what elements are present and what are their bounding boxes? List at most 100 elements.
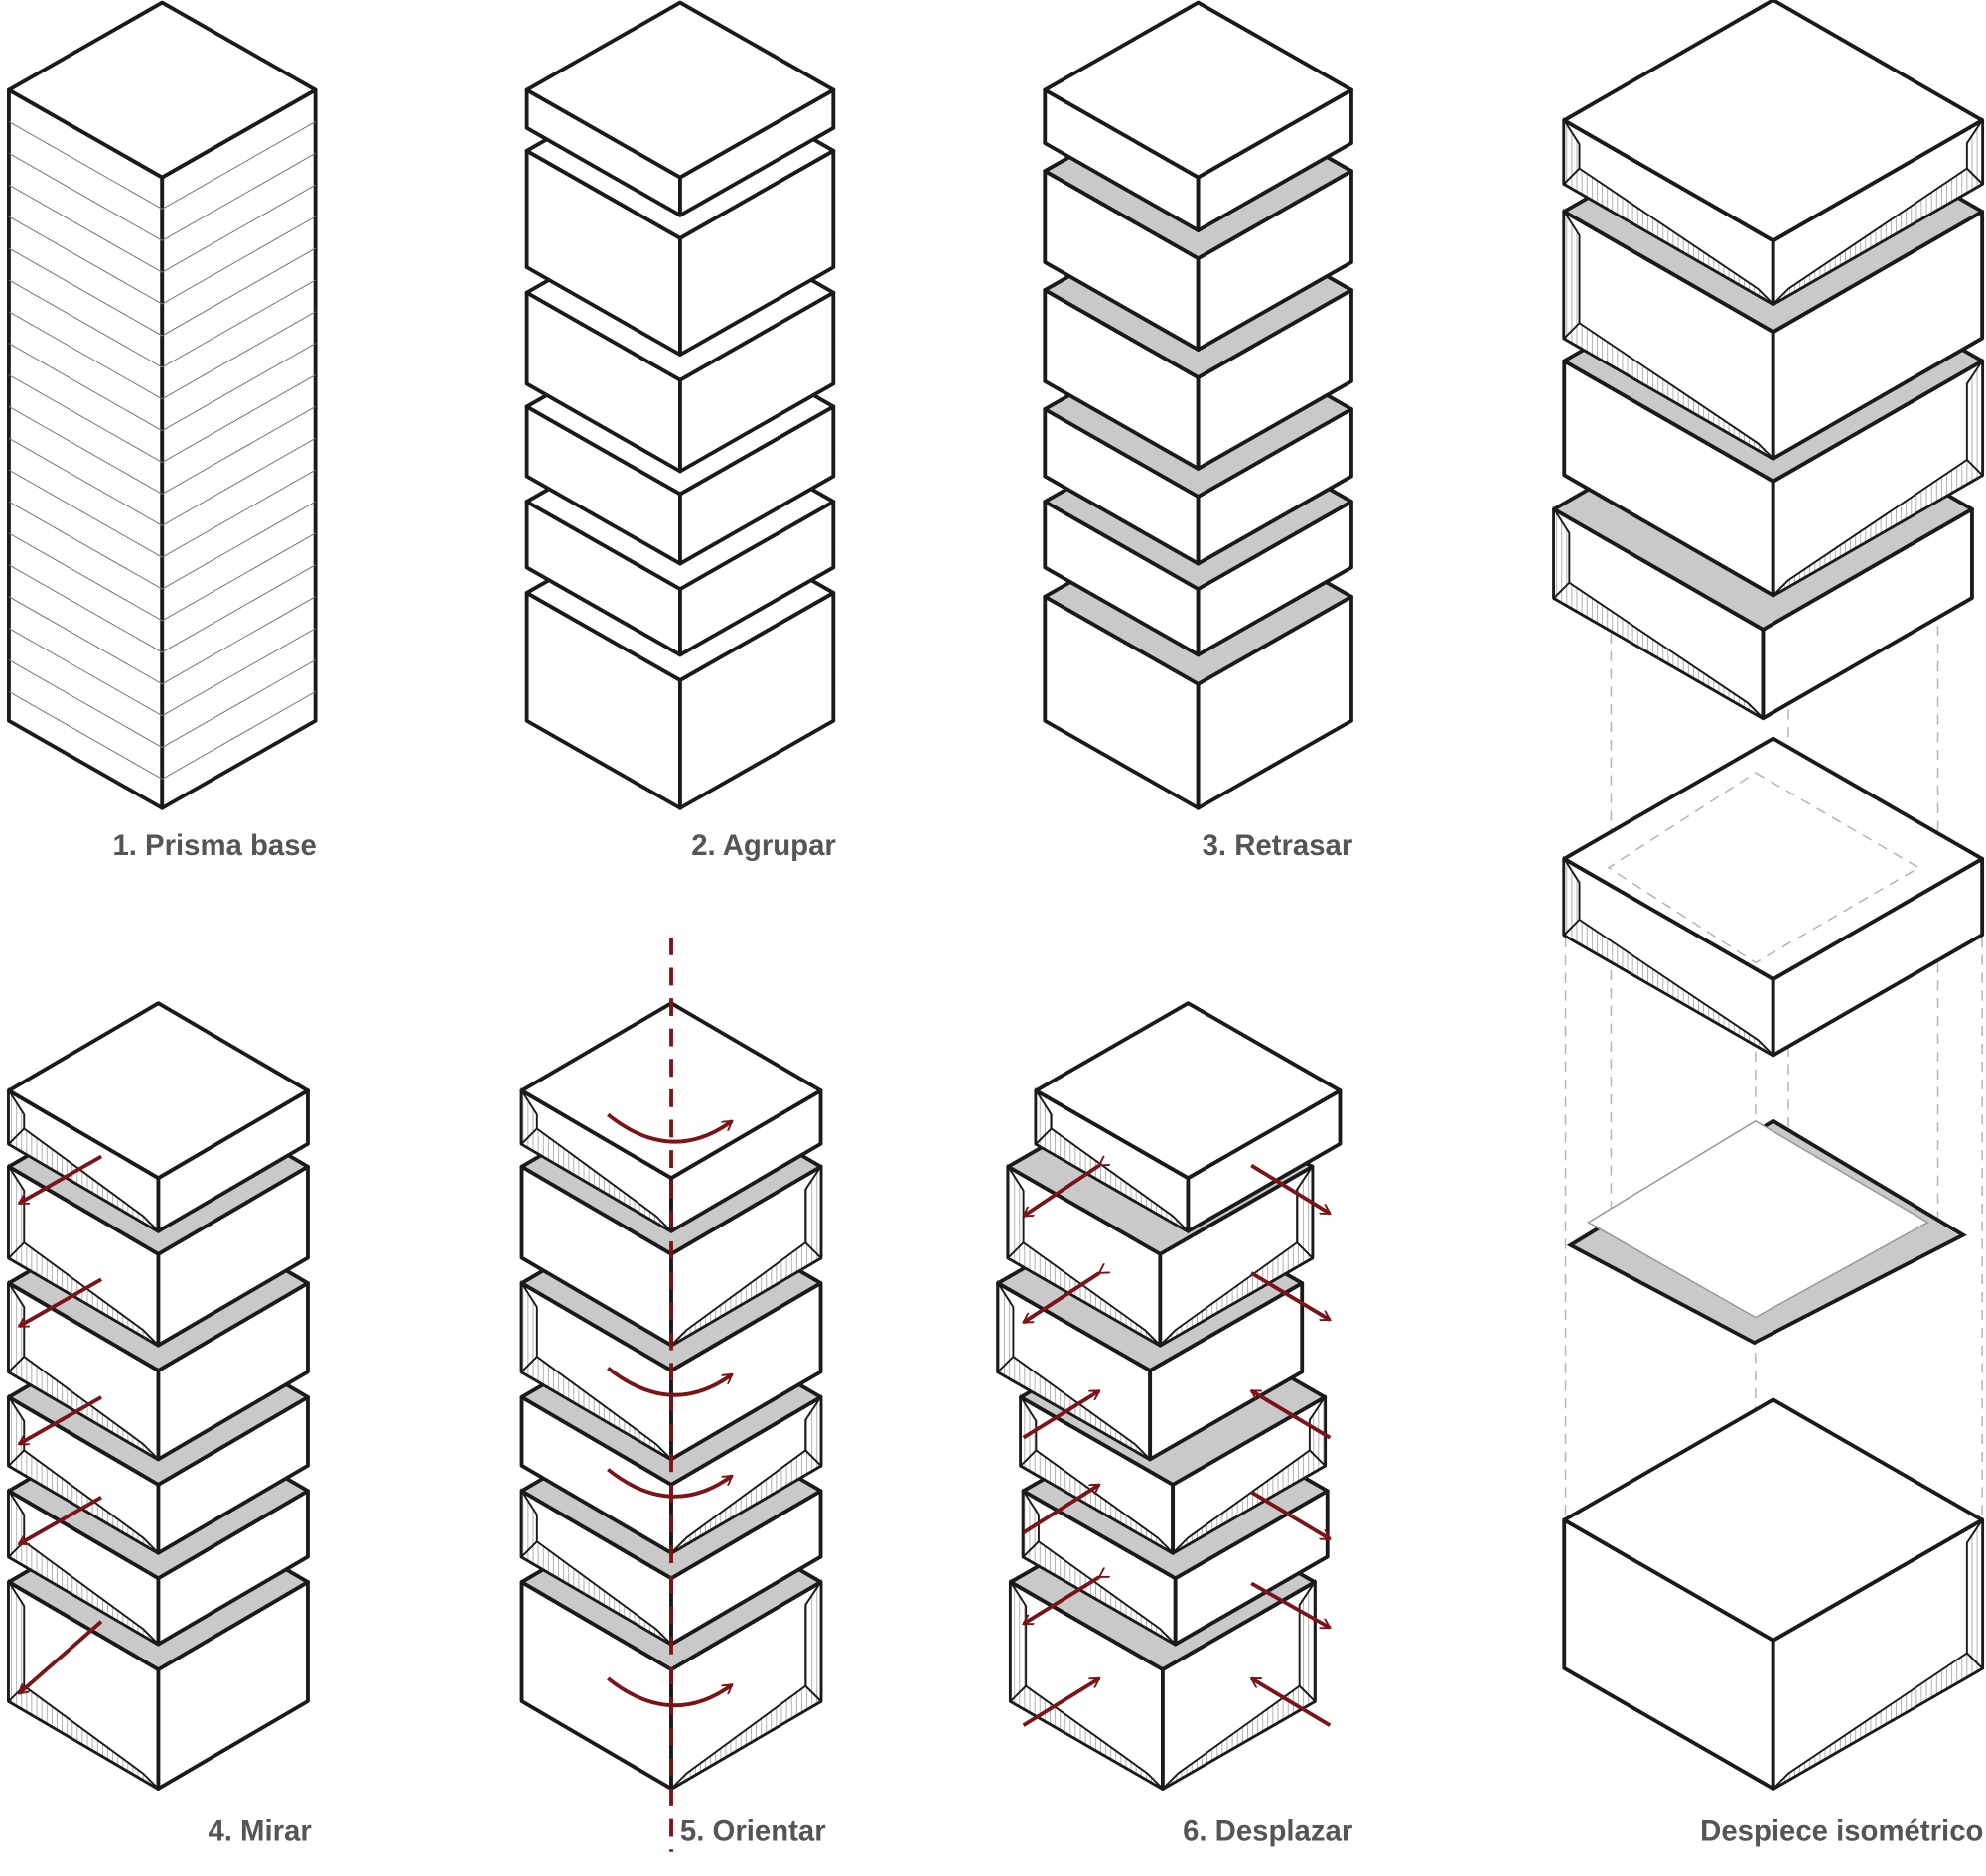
floor-line (8, 596, 163, 685)
floor-line (162, 628, 316, 717)
direction-arrow (1250, 1271, 1330, 1322)
direction-arrow (19, 1154, 103, 1206)
open-floor-hatch (7, 1540, 160, 1646)
floor-line (162, 121, 316, 210)
open-floor-hatch (1172, 1449, 1327, 1554)
floor-line (8, 564, 163, 653)
floor-line (162, 184, 316, 273)
floor-line (8, 152, 163, 241)
floor-line (162, 247, 316, 337)
floor-line (162, 405, 316, 495)
open-end-hatch (804, 1578, 822, 1704)
label-exploded: Despiece isométrico (1700, 1814, 1983, 1847)
direction-arrow (1250, 1490, 1330, 1541)
floor-line (8, 184, 163, 273)
top-face (1562, 1397, 1985, 1643)
floor-line (8, 216, 163, 305)
label-step5: 5. Orientar (680, 1814, 826, 1847)
floor-line (162, 690, 316, 780)
open-floor-hatch (1034, 1127, 1190, 1232)
top-face (1562, 736, 1985, 981)
block (1034, 1001, 1343, 1233)
direction-arrow (19, 1620, 103, 1695)
direction-arrow (1024, 1577, 1100, 1626)
direction-arrow (19, 1495, 103, 1546)
block (524, 0, 836, 217)
floor-line (162, 532, 316, 622)
direction-arrow (1251, 1388, 1332, 1440)
floor-line (162, 469, 316, 558)
exploded-plate-inner (1586, 1119, 1929, 1319)
floor-line (162, 374, 316, 463)
direction-arrow (1250, 1163, 1330, 1216)
open-floor-hatch (1159, 1241, 1314, 1347)
labels-layer: 1. Prisma base 2. Agrupar 3. Retrasar 4.… (112, 829, 1983, 1847)
open-floor-hatch (1162, 1684, 1317, 1790)
block (7, 1001, 310, 1233)
open-floor-hatch (1773, 458, 1984, 597)
direction-arrow (1024, 1165, 1100, 1219)
floor-line (162, 343, 316, 432)
floor-line (8, 532, 163, 622)
direction-arrow (1024, 1273, 1100, 1325)
open-floor-hatch (1562, 918, 1774, 1057)
open-floor-hatch (670, 1449, 823, 1554)
direction-arrow (19, 1277, 103, 1329)
open-floor-hatch (1552, 581, 1765, 720)
floor-line (8, 247, 163, 337)
direction-arrow (19, 1395, 103, 1446)
open-floor-hatch (670, 1684, 823, 1790)
floor-line (8, 469, 163, 558)
open-floor-hatch (1773, 167, 1984, 305)
direction-arrow (1022, 1388, 1100, 1440)
top-face (1043, 0, 1353, 180)
top-face (1034, 1001, 1343, 1181)
open-floor-hatch (1773, 1652, 1984, 1790)
exploded-middle (1562, 736, 1985, 1058)
exploded-base (1562, 1397, 1985, 1791)
floor-line (8, 121, 163, 210)
floor-line (162, 659, 316, 748)
open-floor-hatch (7, 1127, 160, 1232)
floor-line (8, 279, 163, 368)
open-end-hatch (1563, 208, 1581, 341)
floor-line (8, 343, 163, 432)
drawing-layer (7, 0, 1985, 1852)
open-floor-hatch (7, 1240, 160, 1347)
floor-line (8, 659, 163, 748)
top-face (524, 0, 836, 180)
floor-line (162, 216, 316, 305)
floor-line (162, 437, 316, 526)
open-end-hatch (1298, 1578, 1316, 1704)
direction-arrow (1250, 1581, 1330, 1630)
label-step2: 2. Agrupar (691, 829, 836, 862)
floor-line (162, 596, 316, 685)
label-step4: 4. Mirar (208, 1814, 311, 1847)
open-floor-hatch (7, 1449, 160, 1554)
floor-line (162, 279, 316, 368)
top-face (7, 1001, 310, 1181)
hidden-edge (1607, 772, 1920, 964)
direction-arrow (1251, 1676, 1332, 1727)
curved-rotation-arrow (607, 1112, 732, 1144)
block (1562, 0, 1985, 307)
curved-rotation-arrow (607, 1676, 732, 1708)
direction-arrow (1022, 1676, 1100, 1727)
curved-rotation-arrow (607, 1468, 732, 1499)
floor-line (8, 690, 163, 780)
open-floor-hatch (670, 1240, 823, 1347)
block (1043, 0, 1353, 233)
top-face (7, 0, 318, 180)
floor-line (8, 501, 163, 590)
floor-line (162, 152, 316, 241)
floor-line (8, 437, 163, 526)
curved-rotation-arrow (607, 1367, 732, 1397)
label-step3: 3. Retrasar (1203, 829, 1353, 862)
label-step6: 6. Desplazar (1183, 1814, 1352, 1847)
floor-line (8, 374, 163, 463)
open-end-hatch (1965, 1516, 1984, 1671)
open-floor-hatch (1562, 322, 1774, 460)
open-floor-hatch (7, 1684, 160, 1790)
base-prism (7, 0, 318, 810)
